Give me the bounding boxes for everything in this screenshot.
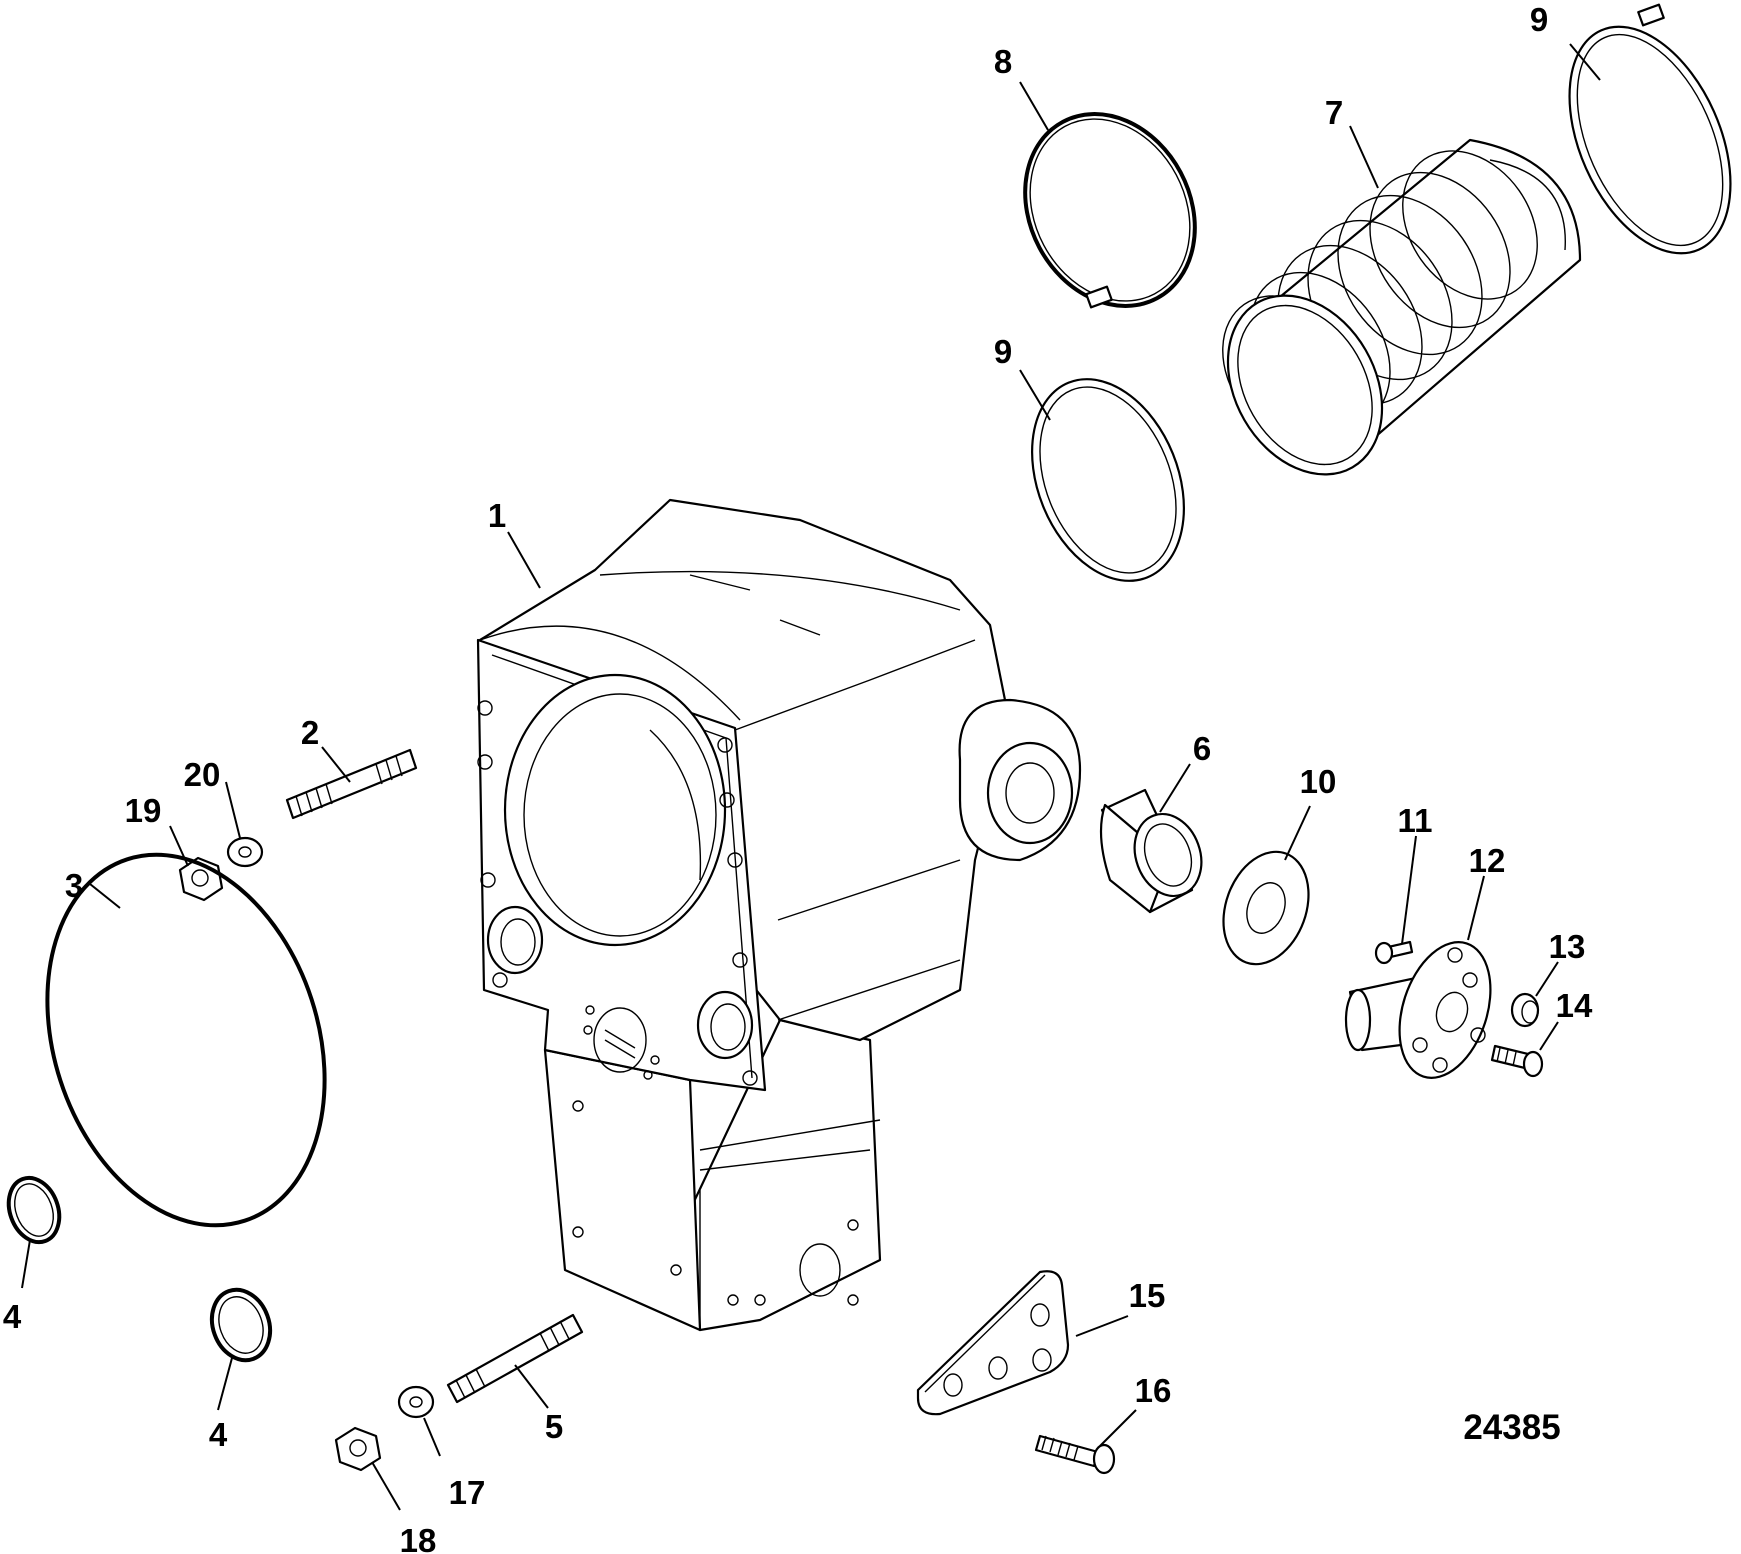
callout-9-lower: 9 (994, 333, 1012, 370)
callout-20: 20 (184, 756, 221, 793)
part-bracket-plate[interactable] (916, 1270, 1070, 1416)
part-stud-lower[interactable] (446, 1313, 584, 1404)
part-hose-clamp-lower[interactable] (1004, 285, 1212, 604)
part-housing[interactable] (476, 498, 1082, 1332)
callout-2: 2 (301, 714, 319, 751)
callout-18: 18 (400, 1522, 437, 1554)
callout-19: 19 (125, 792, 162, 829)
leader-lines (21, 43, 1601, 1511)
callout-17: 17 (449, 1474, 486, 1511)
part-screw-small[interactable] (1374, 940, 1414, 965)
callout-3: 3 (65, 867, 83, 904)
callout-8: 8 (994, 43, 1012, 80)
part-o-ring-large[interactable] (2, 819, 371, 1262)
part-thrust-washer[interactable] (1209, 840, 1324, 976)
figure-number: 24385 (1463, 1408, 1560, 1447)
part-hose-clamp-upper[interactable] (1537, 2, 1741, 278)
callout-16: 16 (1135, 1372, 1172, 1409)
part-cap[interactable] (1510, 992, 1540, 1028)
part-flange-shaft[interactable] (1344, 930, 1507, 1089)
part-bellows[interactable] (1195, 125, 1582, 502)
callout-11: 11 (1398, 802, 1433, 839)
part-ring[interactable] (992, 84, 1227, 336)
callout-13: 13 (1549, 928, 1586, 965)
callout-1: 1 (488, 497, 506, 534)
callout-labels: 1 2 3 4 4 5 6 7 8 9 9 10 11 12 13 14 15 … (3, 1, 1593, 1554)
part-screw-bracket[interactable] (1034, 1434, 1116, 1475)
callout-15: 15 (1129, 1277, 1166, 1314)
part-washer-upper[interactable] (226, 836, 264, 868)
part-seal-small-right[interactable] (202, 1282, 279, 1369)
callout-7: 7 (1325, 94, 1343, 131)
callout-4-right: 4 (209, 1416, 228, 1453)
callout-5: 5 (545, 1408, 563, 1445)
callout-12: 12 (1469, 842, 1506, 879)
callout-14: 14 (1556, 987, 1593, 1024)
part-screw-cap[interactable] (1490, 1044, 1544, 1078)
part-seal-small-left[interactable] (0, 1171, 68, 1249)
callout-6: 6 (1193, 730, 1211, 767)
part-washer-lower[interactable] (397, 1385, 435, 1419)
part-stud-upper[interactable] (285, 748, 418, 820)
callout-10: 10 (1300, 763, 1337, 800)
callout-4-left: 4 (3, 1298, 22, 1335)
callout-9-upper: 9 (1530, 1, 1548, 38)
part-bushing[interactable] (1091, 788, 1213, 914)
part-nut-lower[interactable] (334, 1426, 382, 1472)
